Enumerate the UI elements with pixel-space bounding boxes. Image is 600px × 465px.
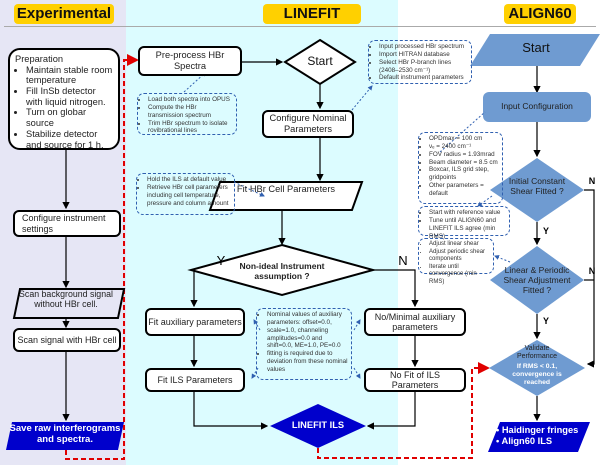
align-start-label: Start [522,40,550,55]
input-note: Input processed HBr spectrum Import HITR… [368,40,472,84]
no-fit-ils-box: No Fit of ILS Parameters [364,368,466,392]
output-item: • Haidinger fringes [496,425,579,435]
note-link-fitcell [233,181,265,197]
initial-shear-label: Initial Constant Shear Fitted ? [508,176,566,196]
save-raw-shape [6,422,124,450]
configure-instrument-box: Configure instrument settings [13,210,121,237]
linear-shear-yes: Y [542,316,549,326]
fit-ils-box: Fit ILS Parameters [145,368,245,392]
linefit-ils-label: LINEFIT ILS [291,420,345,430]
configure-nominal-box: Configure Nominal Parameters [262,110,354,138]
decision-shape [187,243,377,297]
red-link-experimental-to-linefit [65,54,139,460]
note-link-input [351,85,373,111]
align-output-shape [488,422,590,452]
align-start-shape [470,34,600,66]
note-item: Adjust periodic shear components [429,249,490,264]
note-link-shear [477,195,493,207]
linefit-ils-shape [270,404,366,448]
prep-item: Stabilize detector and source for 1 h. [26,129,113,150]
note-link-ils [251,367,259,379]
preprocess-box: Pre-process HBr Spectra [138,46,242,76]
note-item: Load both spectra into OPUS [148,96,233,104]
note-item: Beam diameter = 8.5 cm [429,159,499,167]
note-item: Select HBr P-branch lines (2408–2530 cm⁻… [379,59,468,75]
note-item: FOV radius = 1.93mrad [429,151,499,159]
note-item: Import HITRAN database [379,51,468,59]
preparation-title: Preparation [15,54,64,64]
align60-header: ALIGN60 [504,4,576,24]
prep-item: Maintain stable room temperature [26,65,113,86]
no-aux-box: No/Minimal auxiliary parameters [364,308,466,336]
note-link-nofit [353,367,361,379]
decision-no-label: N [398,253,408,268]
arrow-nofit-to-output [366,392,416,430]
note-item: fitting is required due to deviation fro… [267,350,348,374]
arrow-decision-yes [190,269,198,308]
fit-cell-label: Fit HBr Cell Parameters [236,184,336,194]
decision-label: Non-ideal Instrument assumption ? [239,261,325,281]
linear-shear-label: Linear & Periodic Shear Adjustment Fitte… [503,265,571,295]
arrow-shear-no [584,189,595,368]
note-item: Default instrument parameters [379,74,468,82]
decision-yes-label: Y [216,253,226,268]
linear-note: Adjust linear shear Adjust periodic shea… [418,238,494,285]
nominal-values-note: Nominal values of auxiliary parameters: … [256,308,352,380]
note-item: Tune until ALIGN60 and LINEFIT ILS agree… [429,217,506,241]
note-item: OPDmax = 100 cm [429,135,499,143]
note-item: Compute the HBr transmission spectrum [148,104,233,120]
note-item: Start with reference value [429,209,506,217]
note-item: Input processed HBr spectrum [379,43,468,51]
prep-item: Turn on globar source [26,107,113,128]
validate-detail: If RMS < 0.1, convergence is reached [512,363,562,386]
preparation-box: Preparation Maintain stable room tempera… [8,48,120,150]
align-output-list: • Haidinger fringes • Align60 ILS [496,425,586,447]
shear-note: Start with reference value Tune until AL… [418,206,510,240]
note-link-linear [494,255,511,263]
validate-title: Validate Performance [516,345,558,361]
note-link-aux [253,319,261,331]
config-note: OPDmax = 100 cm νₑ = 2400 cm⁻¹ FOV radiu… [418,132,503,204]
note-item: Adjust linear shear [429,241,490,249]
scan-background-label: Scan background signal without HBr cell. [19,289,113,310]
fit-cell-shape [208,181,364,211]
note-item: Trim HBr spectrum to isolate rovibration… [148,120,233,136]
scan-signal-box: Scan signal with HBr cell [13,328,121,352]
linear-shear-shape [490,246,584,314]
validate-shape [489,340,585,396]
initial-shear-shape [490,158,584,222]
linefit-start-label: Start [307,54,333,68]
output-item: • Align60 ILS [496,436,553,447]
initial-shear-yes: Y [542,226,549,236]
red-link-linefit-to-align [317,362,490,459]
save-raw-label: Save raw interferograms and spectra. [9,423,121,445]
input-config-label: Input Configuration [501,101,573,111]
linear-shear-no: N [588,266,596,276]
note-item: Retrieve HBr cell parameters including c… [147,184,231,208]
note-item: Other parameters = default [429,182,499,198]
note-item: Nominal values of auxiliary parameters: … [267,311,348,350]
preprocess-note: Load both spectra into OPUS Compute the … [137,93,237,135]
experimental-header: Experimental [14,4,114,24]
prep-item: Fill InSb detector with liquid nitrogen. [26,86,113,107]
note-link-noaux [353,319,361,331]
arrow-ils-to-output [193,392,269,430]
note-item: Iterate until convergence (min RMS) [429,264,490,287]
note-item: Hold the ILS at default value [147,176,231,184]
arrow-decision-no [373,269,419,308]
linefit-header: LINEFIT [263,4,361,24]
input-config-shape [483,92,591,122]
initial-shear-no: N [588,176,596,186]
fit-aux-box: Fit auxiliary parameters [145,308,245,336]
header-divider [4,26,596,27]
fit-cell-note: Hold the ILS at default value Retrieve H… [136,173,235,215]
note-item: νₑ = 2400 cm⁻¹ [429,143,499,151]
note-item: Boxcar, ILS grid step, gridpoints [429,166,499,182]
